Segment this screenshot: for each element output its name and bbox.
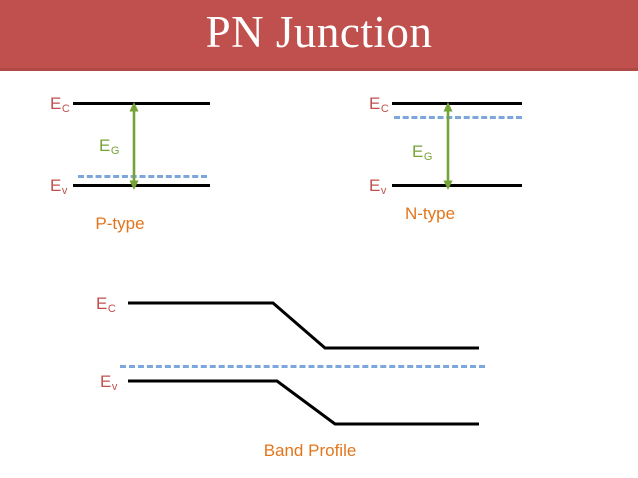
p-type-fermi-level-dashed-line bbox=[78, 175, 207, 178]
n-type-ec-label: EC bbox=[369, 94, 389, 115]
n-type-bandgap-arrow-icon bbox=[443, 102, 453, 190]
band-profile-fermi-level-dashed-line bbox=[120, 365, 485, 368]
band-profile-valence-band-curve bbox=[128, 379, 479, 426]
p-type-bandgap-arrow-icon bbox=[129, 102, 139, 190]
p-type-bandgap-label: EG bbox=[99, 136, 120, 157]
p-type-conduction-band-line bbox=[73, 102, 210, 105]
n-type-conduction-band-line bbox=[392, 102, 522, 105]
title-banner bbox=[0, 0, 638, 68]
n-type-bandgap-label: EG bbox=[412, 142, 433, 163]
n-type-fermi-level-dashed-line bbox=[394, 116, 522, 119]
page-title: PN Junction bbox=[205, 7, 433, 57]
p-type-ev-label: Ev bbox=[50, 176, 68, 197]
band-profile-ev-label: Ev bbox=[100, 372, 118, 393]
p-type-caption: P-type bbox=[95, 214, 145, 233]
p-type-valence-band-line bbox=[73, 184, 210, 187]
p-type-ec-label: EC bbox=[50, 94, 70, 115]
n-type-caption: N-type bbox=[404, 204, 456, 223]
n-type-ev-label: Ev bbox=[369, 176, 387, 197]
title-banner-bottom-edge bbox=[0, 68, 638, 71]
n-type-valence-band-line bbox=[392, 184, 522, 187]
band-profile-caption: Band Profile bbox=[263, 441, 357, 460]
band-profile-ec-label: EC bbox=[96, 294, 116, 315]
band-profile-conduction-band-curve bbox=[128, 301, 479, 350]
